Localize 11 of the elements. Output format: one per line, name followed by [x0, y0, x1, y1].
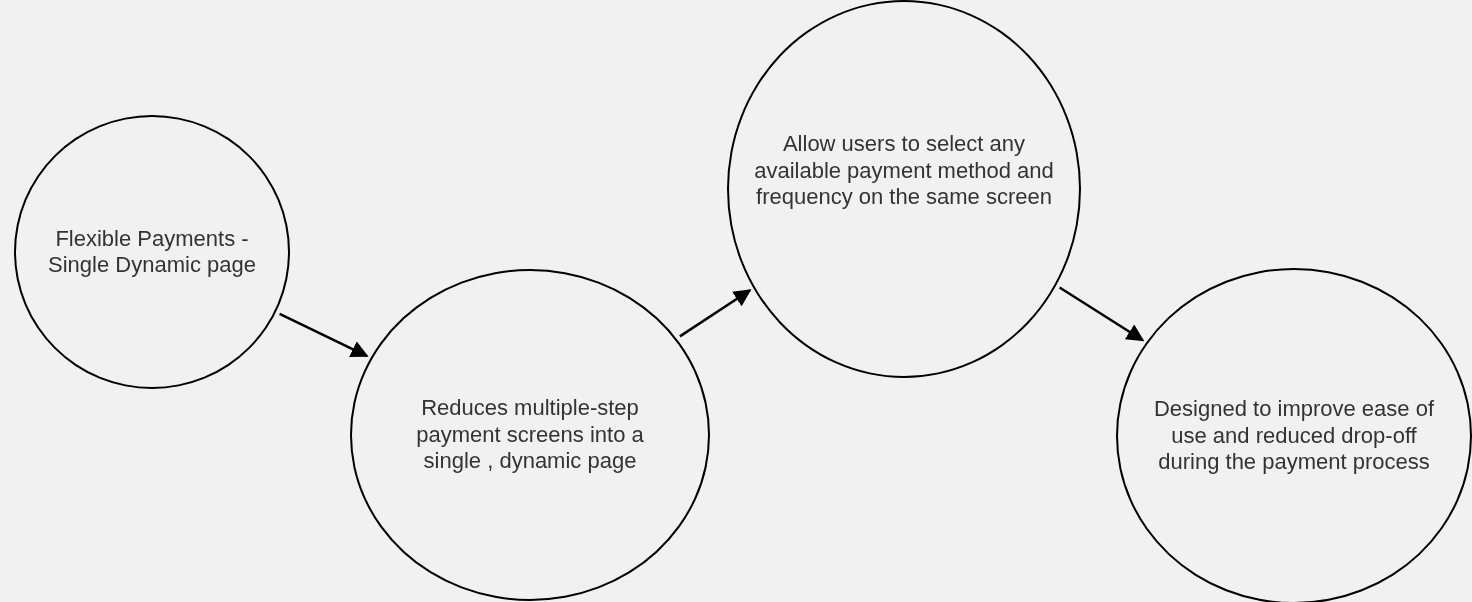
process-circle [350, 269, 710, 601]
arrow [279, 312, 369, 358]
arrow [1058, 286, 1145, 342]
node-text: Allow users to select any available payment method and frequency on the same screen [754, 131, 1054, 211]
process-circle [727, 0, 1081, 378]
process-circle [1116, 268, 1472, 602]
node-text: Designed to improve ease of use and reduced drop-off during the payment process [1152, 396, 1436, 476]
process-circle [14, 115, 290, 389]
node-text: Flexible Payments - Single Dynamic page [47, 225, 257, 279]
arrow [679, 289, 752, 338]
node-text: Reduces multiple-step payment screens into a single , dynamic page [415, 395, 645, 475]
